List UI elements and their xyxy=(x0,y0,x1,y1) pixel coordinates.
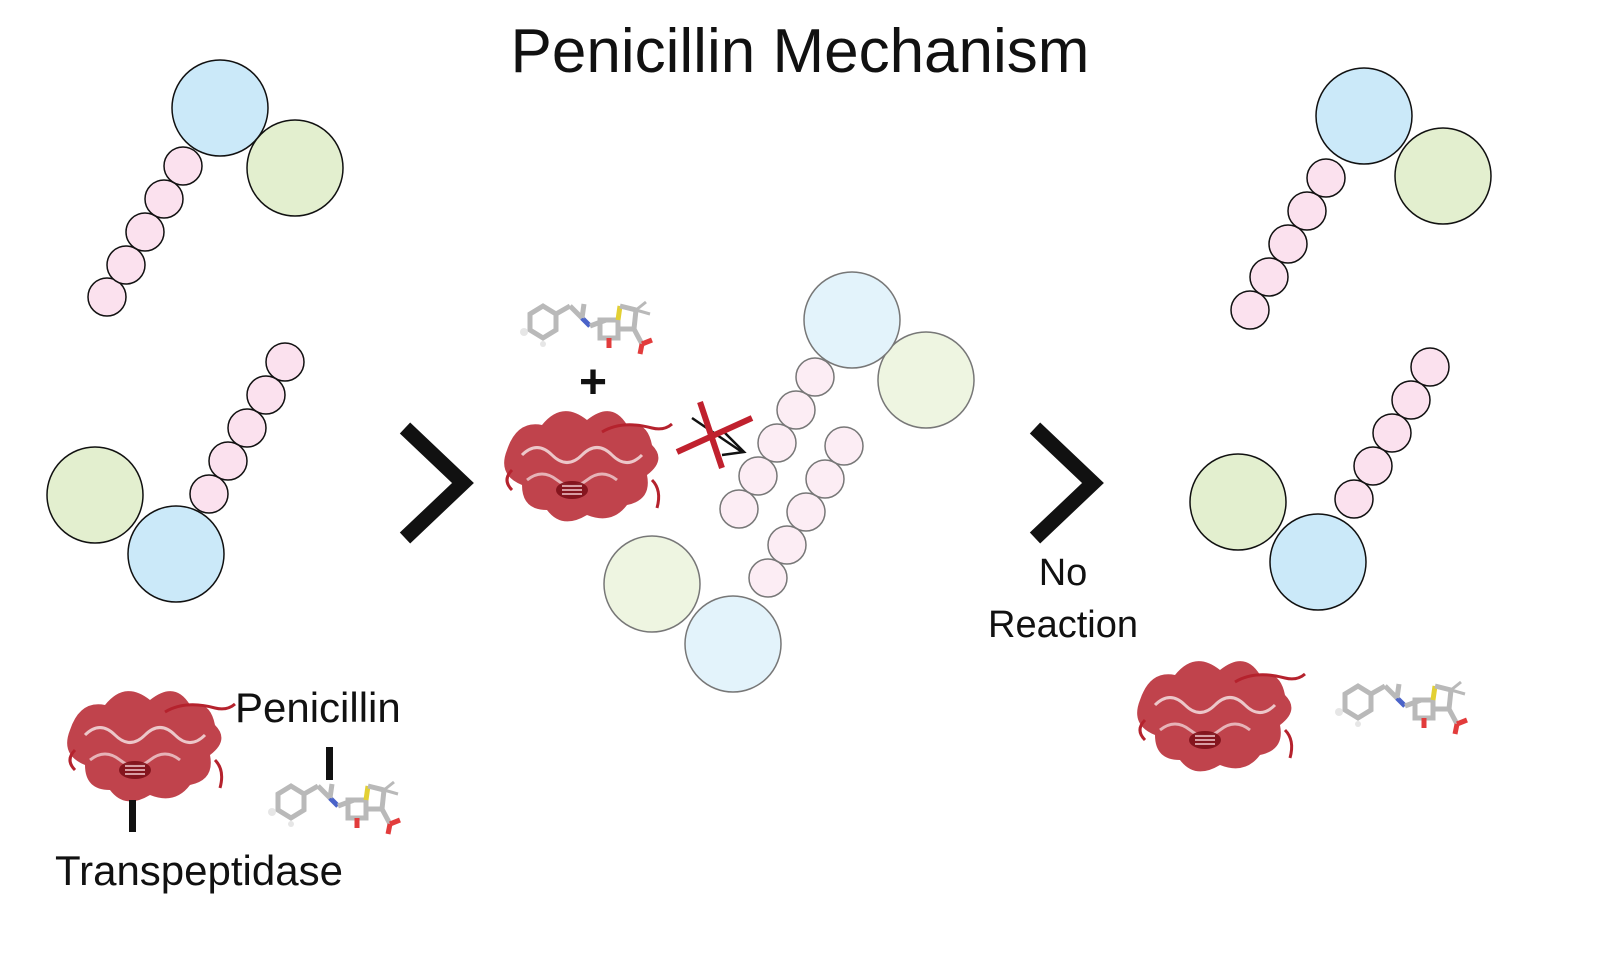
peptidoglycan-strand-middle-bottom xyxy=(603,426,864,693)
peptidoglycan-strand-bottom-right xyxy=(1189,347,1450,611)
peptidoglycan-strand-bottom-left xyxy=(46,342,305,603)
plus-sign: + xyxy=(579,356,607,409)
diagram-title: Penicillin Mechanism xyxy=(511,17,1090,86)
reaction-arrow-1 xyxy=(399,422,474,544)
transpeptidase-protein-right xyxy=(1135,659,1307,773)
penicillin-label: Penicillin xyxy=(235,684,401,731)
peptidoglycan-strand-top-right xyxy=(1230,67,1492,330)
penicillin-pointer xyxy=(326,747,333,780)
penicillin-molecule-right xyxy=(1335,682,1467,734)
transpeptidase-pointer xyxy=(129,800,136,832)
transpeptidase-legend-icon xyxy=(65,689,237,803)
transpeptidase-protein-middle xyxy=(502,409,674,523)
peptidoglycan-strand-middle-top xyxy=(719,271,975,529)
reaction-label: Reaction xyxy=(988,604,1138,646)
peptidoglycan-strand-top-left xyxy=(87,59,344,317)
penicillin-molecule-middle xyxy=(520,302,652,354)
no-label: No xyxy=(1039,552,1088,594)
penicillin-legend-icon xyxy=(268,782,400,834)
transpeptidase-label: Transpeptidase xyxy=(55,847,343,894)
reaction-arrow-2 xyxy=(1029,422,1104,544)
blocked-reaction-arrow xyxy=(675,401,754,469)
